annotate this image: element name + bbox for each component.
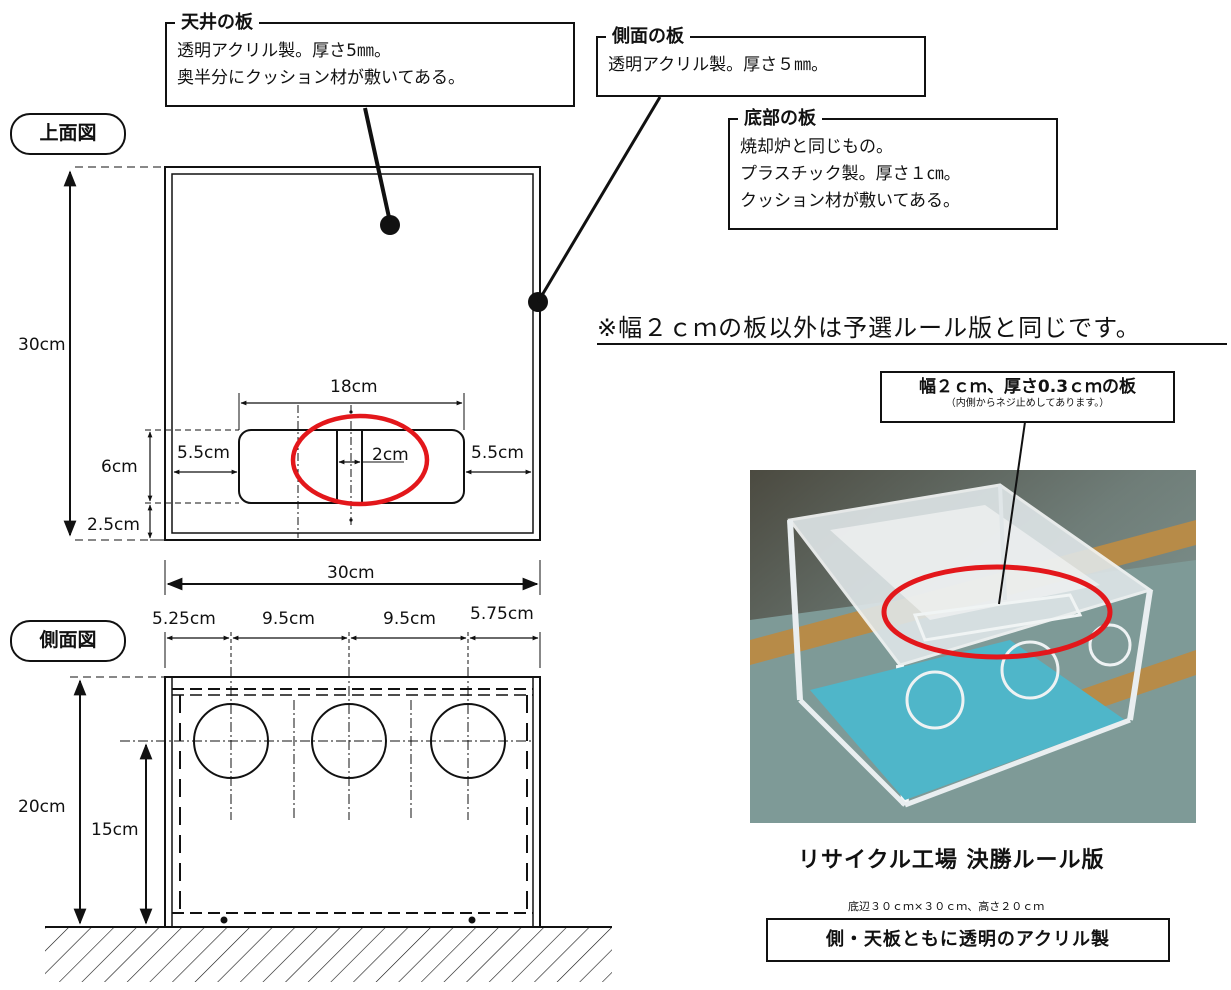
photo-callout-title: 幅２ｃｍ、厚さ0.3ｃｍの板 [918,377,1137,397]
side-view: 5.25cm 9.5cm 9.5cm 5.75cm 20cm 15cm [18,604,612,982]
top-view: 30cm 18cm 6cm 2.5cm 5.5cm 5.5cm 2cm 30cm [18,166,548,595]
ceiling-callout-title: 天井の板 [175,9,259,36]
ceiling-callout-line: 奥半分にクッション材が敷いてある。 [177,68,465,88]
top-view-highlight-ellipse [290,413,430,507]
ceiling-leader-dot [380,215,400,235]
bottom-callout-line: クッション材が敷いてある。 [740,191,960,211]
right-gap-label: 5.5cm [471,443,524,463]
plate-width-label: 2cm [372,445,409,465]
side-callout-title: 側面の板 [606,23,690,50]
photo-caption: リサイクル工場 決勝ルール版 [798,848,1105,873]
top-view-outer-wall [164,166,541,541]
bottom-callout-line: 焼却炉と同じもの。 [740,137,893,157]
slot-width-label: 18cm [330,377,378,397]
bottom-callout-line: プラスチック製。厚さ１㎝。 [740,164,961,184]
photo-leader-line [998,421,1026,605]
segment-3-label: 9.5cm [383,609,436,629]
left-gap-label: 5.5cm [177,443,230,463]
bottom-callout: 底部の板 焼却炉と同じもの。 プラスチック製。厚さ１㎝。 クッション材が敷いてあ… [728,105,1058,230]
ceiling-leader-line [363,107,392,223]
note-underline [597,343,1227,345]
photo-highlight-ellipse [881,564,1113,660]
side-view-label: 側面図 [10,620,126,662]
product-photo [750,421,1196,823]
bottom-gap-label: 2.5cm [87,515,140,535]
side-callout-line: 透明アクリル製。厚さ５㎜。 [608,55,829,75]
segment-2-label: 9.5cm [262,609,315,629]
height-30cm-label: 30cm [18,335,66,355]
hole-height-label: 15cm [91,820,139,840]
segment-4-label: 5.75cm [470,604,534,624]
top-view-label: 上面図 [10,113,126,155]
height-20cm-label: 20cm [18,797,66,817]
photo-dimensions: 底辺３０ｃｍ×３０ｃｍ、高さ２０ｃｍ [848,900,1045,913]
slot-height-label: 6cm [101,457,138,477]
ceiling-callout-line: 透明アクリル製。厚さ5㎜。 [177,41,391,61]
material-box: 側・天板ともに透明のアクリル製 [766,918,1170,962]
photo-callout-subtitle: （内側からネジ止めしてあります。） [945,398,1110,409]
top-view-inner-wall [171,173,534,534]
ground-hatch [45,928,612,982]
bottom-callout-title: 底部の板 [738,105,822,132]
photo-callout: 幅２ｃｍ、厚さ0.3ｃｍの板 （内側からネジ止めしてあります。） [880,371,1175,423]
ceiling-callout: 天井の板 透明アクリル製。厚さ5㎜。 奥半分にクッション材が敷いてある。 [165,9,575,107]
side-leader-line [536,96,662,303]
segment-1-label: 5.25cm [152,609,216,629]
note-text: ※幅２ｃｍの板以外は予選ルール版と同じです。 [597,314,1141,342]
side-callout: 側面の板 透明アクリル製。厚さ５㎜。 [596,23,926,97]
side-view-outline [164,676,541,928]
width-30cm-label: 30cm [327,563,375,583]
